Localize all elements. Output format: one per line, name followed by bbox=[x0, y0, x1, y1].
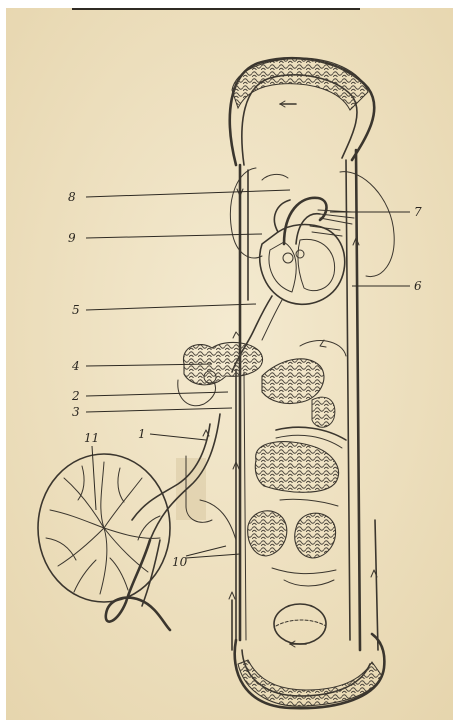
label-10: 10 bbox=[172, 555, 188, 569]
label-6: 6 bbox=[414, 279, 422, 293]
label-2: 2 bbox=[71, 389, 80, 403]
label-7: 7 bbox=[414, 205, 422, 219]
label-8: 8 bbox=[68, 190, 76, 204]
label-4: 4 bbox=[71, 359, 80, 373]
label-1: 1 bbox=[138, 427, 146, 441]
label-3: 3 bbox=[72, 405, 80, 419]
label-9: 9 bbox=[68, 231, 76, 245]
label-11: 11 bbox=[84, 431, 99, 445]
label-5: 5 bbox=[72, 303, 80, 317]
